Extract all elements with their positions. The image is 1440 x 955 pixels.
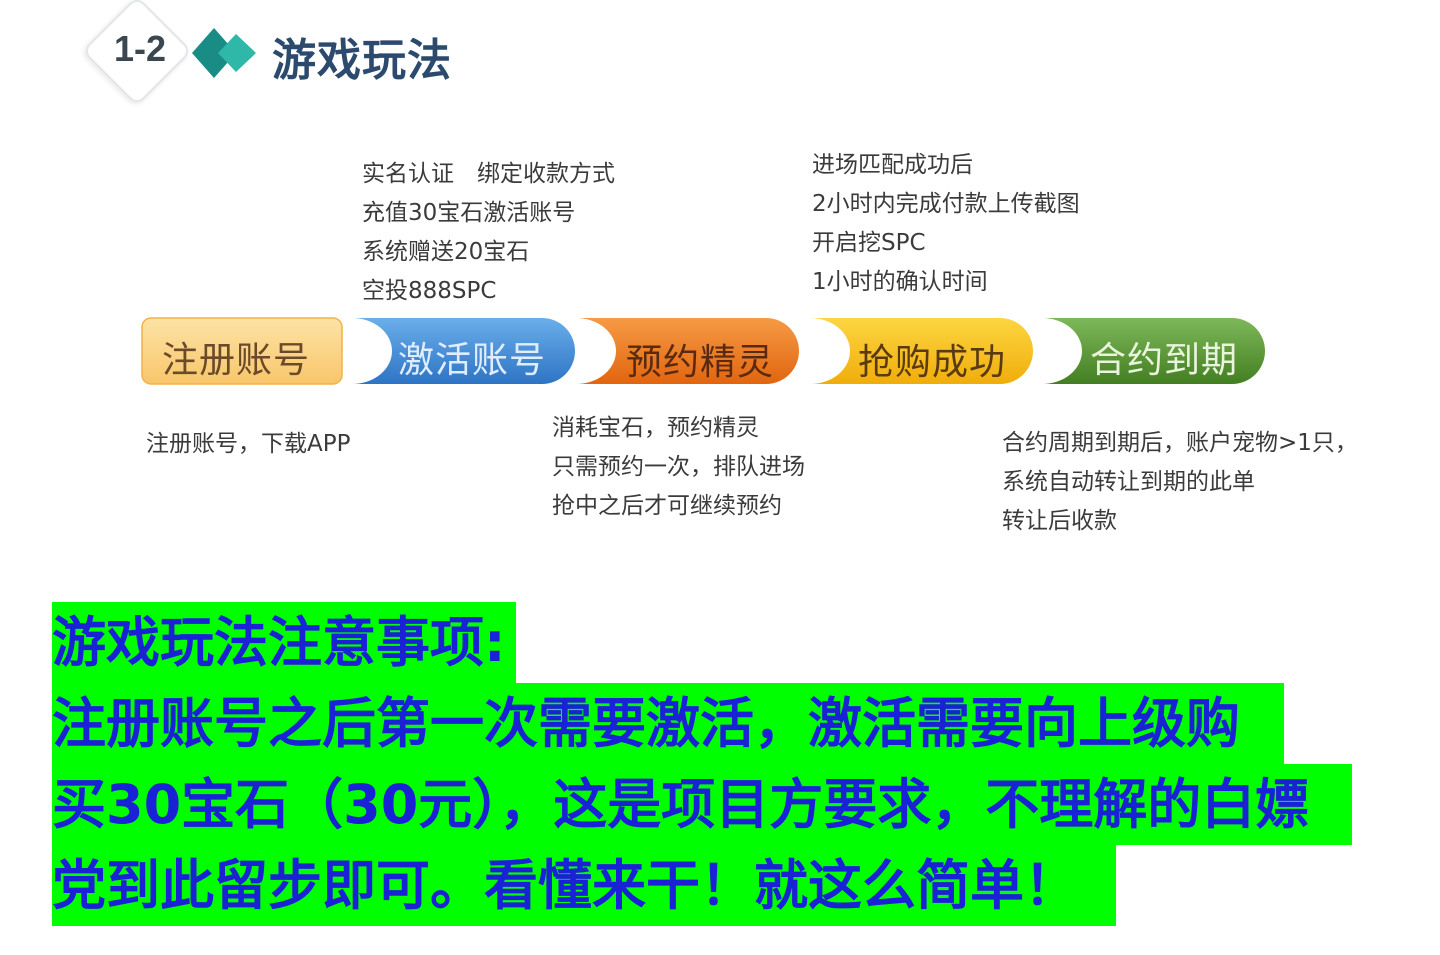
stage-purchase (810, 318, 1033, 384)
note-line: 系统赠送20宝石 (362, 239, 530, 265)
note-line: 1小时的确认时间 (812, 269, 988, 295)
note-line: 合约周期到期后，账户宠物>1只， (1002, 430, 1358, 456)
note-line: 转让后收款 (1002, 508, 1117, 534)
note-purchase-success: 进场匹配成功后 2小时内完成付款上传截图 开启挖SPC 1小时的确认时间 (812, 146, 1080, 302)
note-line: 充值30宝石激活账号 (362, 200, 576, 226)
stage-label-activate: 激活账号 (398, 340, 547, 381)
flow-diagram (141, 317, 1265, 385)
note-register: 注册账号，下载APP (146, 425, 350, 464)
note-line: 消耗宝石，预约精灵 (552, 415, 759, 441)
diamond-pair-icon (192, 28, 256, 78)
note-line: 2小时内完成付款上传截图 (812, 191, 1080, 217)
stage-label-register: 注册账号 (162, 340, 311, 381)
notice-line-2: 买30宝石（30元），这是项目方要求，不理解的白嫖 (52, 764, 1352, 845)
section-number: 1-2 (113, 28, 167, 69)
notice-title: 游戏玩法注意事项: (52, 602, 516, 683)
note-expire: 合约周期到期后，账户宠物>1只， 系统自动转让到期的此单 转让后收款 (1002, 424, 1358, 541)
notice-line-3: 党到此留步即可。看懂来干！就这么简单！ (52, 845, 1116, 926)
stage-label-expire: 合约到期 (1090, 340, 1239, 381)
note-line: 开启挖SPC (812, 230, 926, 256)
stage-register (141, 317, 343, 385)
note-line: 进场匹配成功后 (812, 152, 973, 178)
stage-expire (1042, 318, 1265, 384)
note-activate-account: 实名认证 绑定收款方式 充值30宝石激活账号 系统赠送20宝石 空投888SPC (362, 155, 615, 311)
note-line: 空投888SPC (362, 278, 497, 304)
note-reserve: 消耗宝石，预约精灵 只需预约一次，排队进场 抢中之后才可继续预约 (552, 409, 805, 526)
stage-activate (352, 318, 575, 384)
stage-label-reserve: 预约精灵 (626, 342, 775, 383)
stage-reserve (576, 318, 799, 384)
note-line: 实名认证 绑定收款方式 (362, 161, 615, 187)
page-title: 游戏玩法 (272, 35, 452, 86)
note-line: 系统自动转让到期的此单 (1002, 469, 1255, 495)
note-line: 只需预约一次，排队进场 (552, 454, 805, 480)
notice-line-1: 注册账号之后第一次需要激活，激活需要向上级购 (52, 683, 1284, 764)
note-line: 注册账号，下载APP (146, 431, 351, 457)
stage-label-purchase: 抢购成功 (858, 342, 1007, 383)
note-line: 抢中之后才可继续预约 (552, 493, 782, 519)
